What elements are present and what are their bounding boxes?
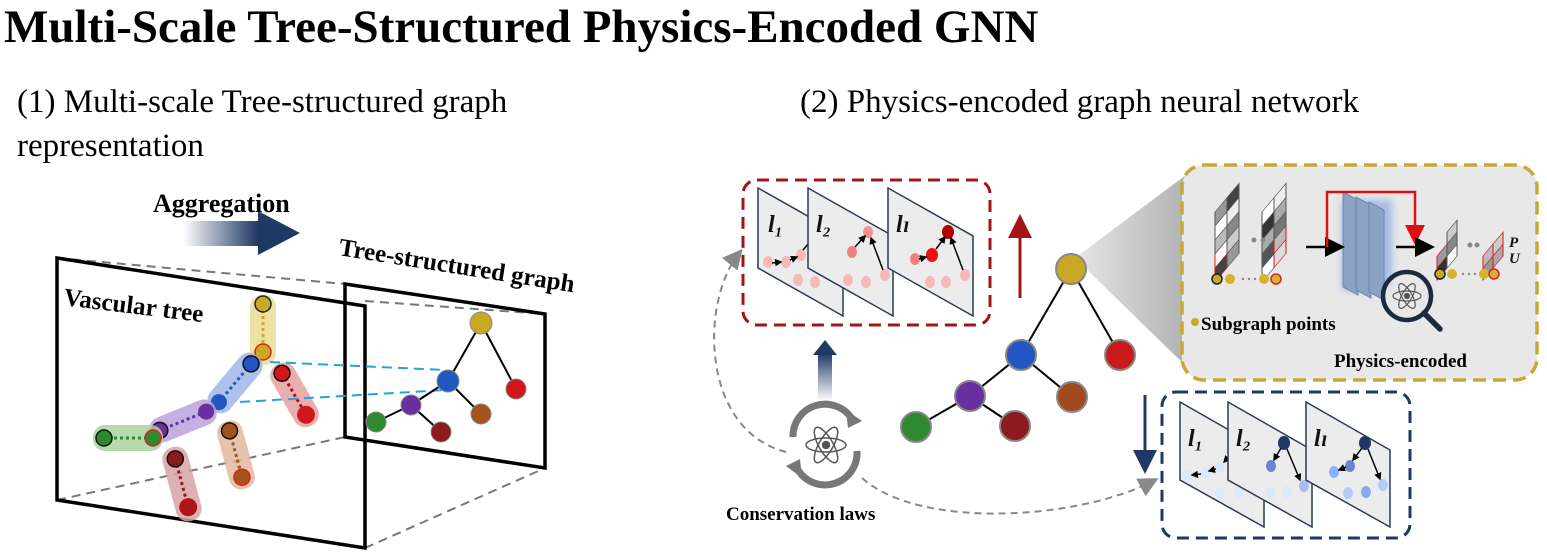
output-var-p: P xyxy=(1509,235,1519,251)
vessel-segment-yellow xyxy=(250,295,276,365)
atom-icon xyxy=(805,426,847,464)
main-tree-graph xyxy=(900,253,1136,443)
main-node-purple xyxy=(954,380,986,412)
conservation-to-upward-arrow xyxy=(713,248,787,453)
subgraph-points-label: Subgraph points xyxy=(1201,314,1336,335)
graph-node-blue xyxy=(436,369,460,393)
layer-label-l2: l₂ xyxy=(816,212,831,238)
skip-connection-arrow xyxy=(1325,190,1425,247)
figure-title: Multi-Scale Tree-Structured Physics-Enco… xyxy=(4,1,1039,53)
conservation-laws-icon xyxy=(786,400,862,489)
graph-node-darkred xyxy=(430,421,452,443)
small-tree-graph xyxy=(365,311,527,443)
downward-layer-2: l₂ xyxy=(1227,400,1313,529)
output-var-u: U xyxy=(1509,251,1521,267)
down-layer-label-l2: l₂ xyxy=(1236,426,1251,452)
atom-icon xyxy=(1392,283,1422,309)
vessel-segment-brown xyxy=(217,420,255,490)
main-node-red xyxy=(1104,339,1136,371)
main-node-yellow xyxy=(1055,253,1087,285)
graph-node-purple xyxy=(400,394,422,416)
layer-label-l1: l₁ xyxy=(768,212,783,238)
layer-label-lL: lₗ xyxy=(896,212,910,238)
vascular-tree-plane xyxy=(55,255,367,551)
physics-magnifier-icon xyxy=(1380,269,1443,332)
output-feature-strips: P U xyxy=(1434,219,1521,282)
subgraph-points-legend-dot xyxy=(1191,318,1199,326)
physics-encoded-label: Physics-encoded xyxy=(1334,351,1467,372)
graph-node-brown xyxy=(470,403,492,425)
projection-lines xyxy=(239,361,446,403)
panel1-heading: (1) Multi-scale Tree-structured graph re… xyxy=(17,84,508,164)
vascular-tree-label: Vascular tree xyxy=(62,284,205,328)
upward-layer-L: lₗ xyxy=(887,186,974,318)
graph-node-red xyxy=(505,378,527,400)
graph-node-yellow xyxy=(469,311,493,335)
input-feature-strips xyxy=(1211,182,1287,285)
upward-layer-2: l₂ xyxy=(807,186,894,318)
panel2-heading: (2) Physics-encoded graph neural network xyxy=(800,84,1359,120)
subgraph-points-input xyxy=(1211,273,1282,285)
down-layer-label-lL: lₗ xyxy=(1314,426,1328,452)
conservation-laws-label: Conservation laws xyxy=(726,504,875,525)
conservation-to-downward-arrow xyxy=(861,477,1159,515)
vessel-segment-green xyxy=(93,425,163,451)
down-layer-label-l1: l₁ xyxy=(1188,426,1203,452)
main-node-darkred xyxy=(999,410,1031,442)
aggregation-label: Aggregation xyxy=(153,189,290,218)
main-node-blue xyxy=(1005,339,1037,371)
graph-node-green xyxy=(365,411,387,433)
vessel-segment-darkred xyxy=(162,446,202,522)
downward-layer-L: lₗ xyxy=(1305,400,1391,529)
perspective-lines xyxy=(56,257,546,549)
vessel-segment-blue xyxy=(207,352,263,414)
aggregation-arrow xyxy=(183,211,300,255)
main-node-brown xyxy=(1056,381,1088,413)
zoom-cone xyxy=(1075,172,1190,370)
tree-graph-plane xyxy=(343,281,547,471)
vessel-segment-red xyxy=(270,362,319,428)
conservation-up-arrow xyxy=(813,340,837,401)
main-node-green xyxy=(900,411,932,443)
subgraph-points-output xyxy=(1434,268,1500,280)
